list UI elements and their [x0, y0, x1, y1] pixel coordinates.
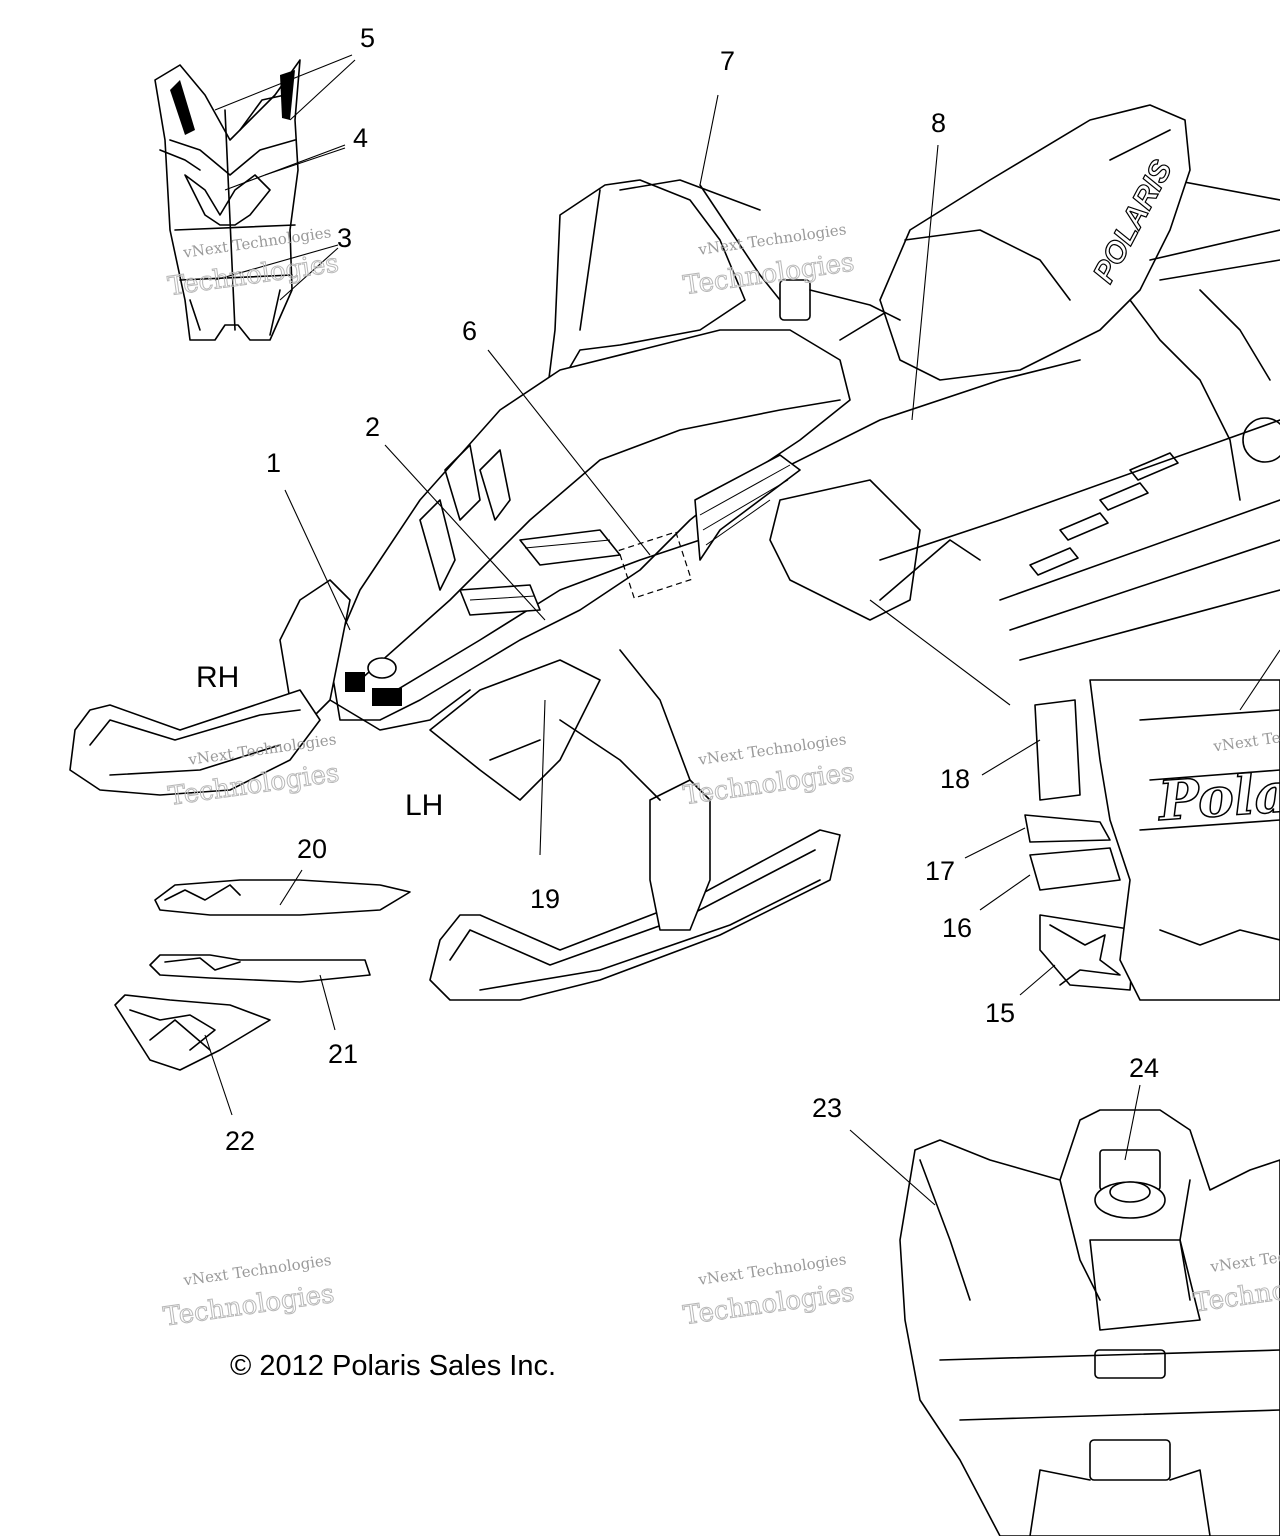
callout-17: 17: [925, 856, 955, 886]
callout-1: 1: [266, 448, 281, 478]
tunnel-decals-15-18: Polar: [1024, 679, 1280, 1001]
lh-label: LH: [405, 789, 443, 822]
callout-21: 21: [328, 1039, 358, 1069]
snowmobile-body: [279, 104, 1280, 801]
callout-8: 8: [931, 108, 946, 138]
leader-lines: [204, 54, 1280, 1206]
callout-20: 20: [297, 834, 327, 864]
callout-labels: 5 4 3 7 8 6 2 1 18 17 16 15 19 20 21 22 …: [225, 23, 1159, 1156]
rh-label: RH: [196, 661, 239, 694]
callout-4: 4: [353, 123, 368, 153]
copyright-text: © 2012 Polaris Sales Inc.: [230, 1350, 556, 1382]
running-board-slots: [1029, 452, 1179, 576]
side-decals-20-22: [114, 879, 411, 1071]
callout-3: 3: [337, 223, 352, 253]
callout-2: 2: [365, 412, 380, 442]
callout-16: 16: [942, 913, 972, 943]
callout-5: 5: [360, 23, 375, 53]
callout-18: 18: [940, 764, 970, 794]
ski-lh: [429, 649, 841, 1001]
decal-brand-text: Polar: [1154, 758, 1280, 833]
hood-top-view: [899, 1109, 1280, 1536]
callout-22: 22: [225, 1126, 255, 1156]
callout-23: 23: [812, 1093, 842, 1123]
callout-24: 24: [1129, 1053, 1159, 1083]
callout-7: 7: [720, 46, 735, 76]
callout-15: 15: [985, 998, 1015, 1028]
callout-19: 19: [530, 884, 560, 914]
ski-rh: [69, 689, 321, 796]
callout-6: 6: [462, 316, 477, 346]
